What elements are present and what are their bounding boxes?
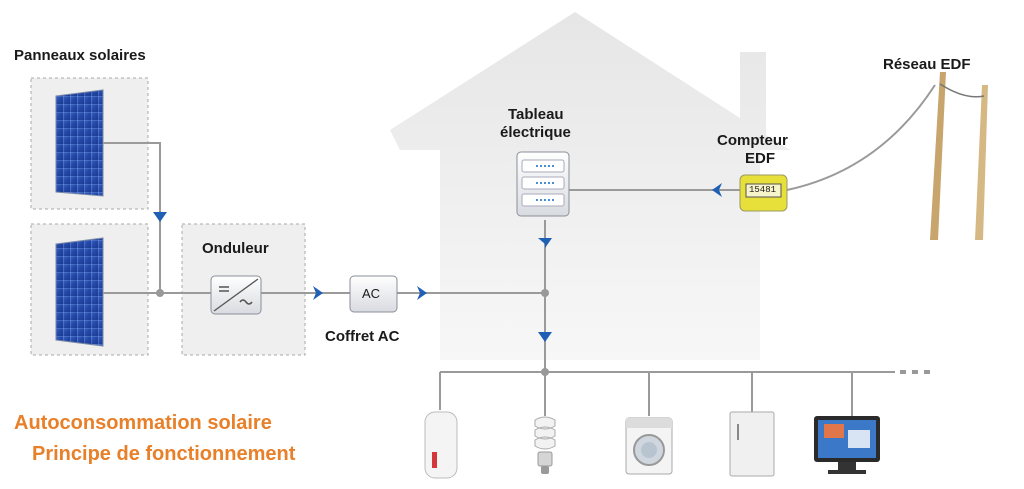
grid-label: Réseau EDF <box>883 56 971 73</box>
ac-box <box>349 275 398 313</box>
coffret-label: Coffret AC <box>325 328 400 345</box>
arrow-icon <box>538 238 552 248</box>
house-shape <box>390 12 790 360</box>
meter-label-line2: EDF <box>745 150 775 167</box>
water-heater-icon <box>424 411 458 479</box>
refrigerator-icon <box>729 411 775 477</box>
meter-icon <box>739 174 788 212</box>
wire-dots <box>156 289 930 376</box>
arrow-icon <box>712 183 722 197</box>
washing-machine-icon <box>625 417 673 475</box>
arrow-icon <box>313 286 323 300</box>
flow-arrows <box>153 183 722 342</box>
diagram-title-line2: Principe de fonctionnement <box>32 443 296 465</box>
arrow-icon <box>417 286 427 300</box>
tableau-label-line1: Tableau <box>508 106 564 123</box>
inverter-label: Onduleur <box>202 240 269 257</box>
utility-pole-icon <box>930 72 988 240</box>
diagram-title-line1: Autoconsommation solaire <box>14 412 272 434</box>
arrow-icon <box>153 212 167 222</box>
electrical-panel-icon <box>516 151 570 217</box>
meter-reading: 15481 <box>749 185 777 195</box>
tableau-label-line2: électrique <box>500 124 571 141</box>
meter-label-line1: Compteur <box>717 132 788 149</box>
solar-panels-label: Panneaux solaires <box>14 47 146 64</box>
solar-panel-2 <box>30 223 149 356</box>
arrow-icon <box>538 332 552 342</box>
television-icon <box>814 416 880 474</box>
light-bulb-icon <box>534 416 556 474</box>
inverter-zone <box>181 223 306 356</box>
ac-box-label: AC <box>362 286 381 301</box>
